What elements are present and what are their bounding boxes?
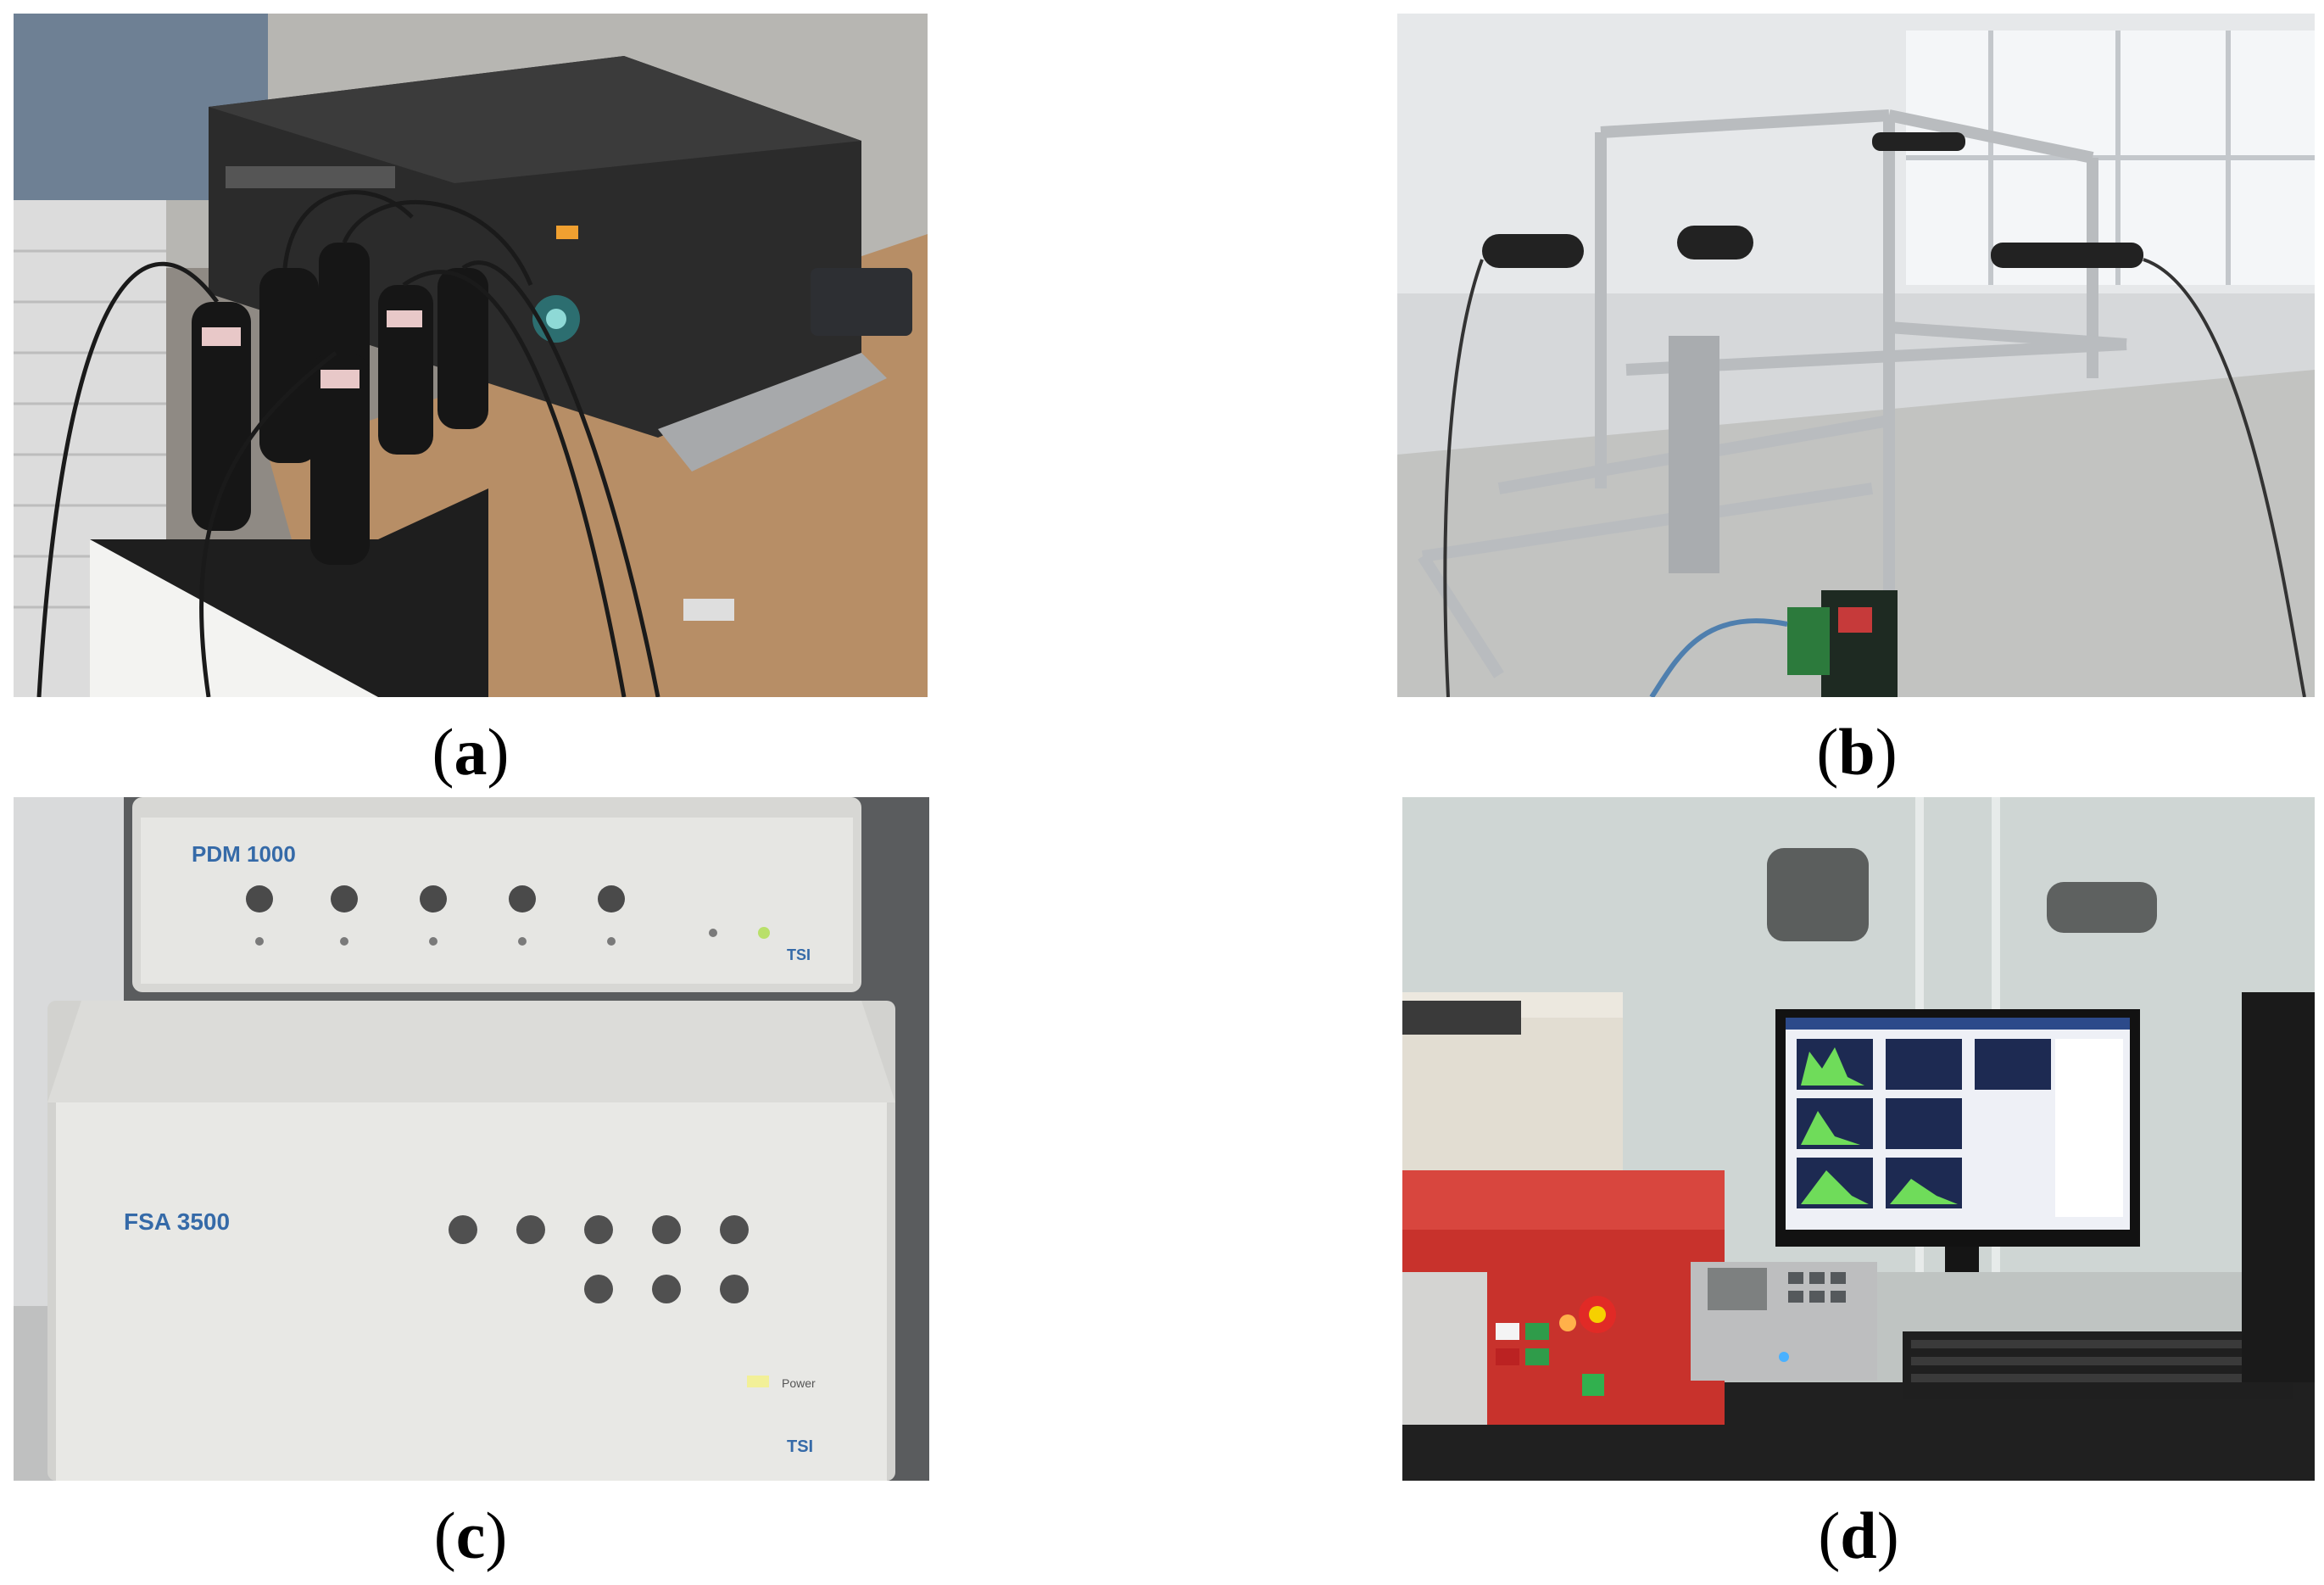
caption-b: (b) — [1816, 715, 1898, 789]
photo-laser-system — [14, 14, 928, 697]
power-label: Power — [782, 1376, 816, 1390]
fsa-tsi-logo: TSI — [787, 1437, 813, 1456]
pdm-label: PDM 1000 — [192, 841, 296, 867]
photo-traverse-frame — [1397, 14, 2315, 697]
photo-processor-instruments: PDM 1000 TSI FSA 3500 Power TSI — [14, 797, 929, 1481]
caption-c: (c) — [433, 1498, 508, 1572]
photo-control-desk — [1402, 797, 2315, 1481]
caption-a: (a) — [432, 715, 510, 789]
fsa-label: FSA 3500 — [124, 1208, 230, 1235]
caption-d: (d) — [1818, 1498, 1899, 1572]
pdm-tsi-logo: TSI — [787, 946, 811, 963]
